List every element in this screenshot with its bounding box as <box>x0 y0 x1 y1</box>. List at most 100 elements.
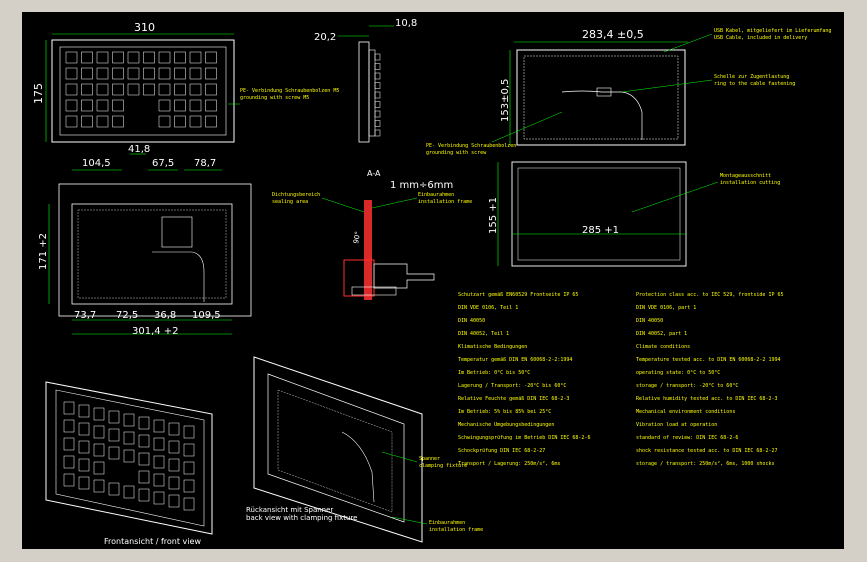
iso-key <box>168 458 180 472</box>
spec-left-line: Im Betrieb: 0°C bis 50°C <box>458 370 530 376</box>
key <box>143 83 155 96</box>
cad-drawing: 310 175 PE- Verbindung Schraubenbolzen M… <box>32 18 831 546</box>
side-key <box>374 101 381 108</box>
iso-key <box>93 461 105 475</box>
spec-left: Schutzart gemäß EN60529 Frontseite IP 65… <box>458 292 590 467</box>
back-view-label-en: back view with clamping fixture <box>246 514 357 522</box>
key <box>96 51 109 64</box>
side-key <box>374 82 381 89</box>
key <box>189 51 202 64</box>
dim-171: 171 +2 <box>38 233 49 270</box>
pe-label-right-en: grounding with screw <box>426 150 487 156</box>
iso-key <box>138 452 150 466</box>
iso-key <box>63 437 75 451</box>
side-key <box>374 120 381 127</box>
cutout-label: Montageausschnitt <box>720 173 771 179</box>
side-key <box>374 53 381 61</box>
back-view-top: 283,4 ±0,5 153±0,5 <box>491 28 713 146</box>
key <box>205 83 217 96</box>
front-view-label: Frontansicht / front view <box>104 537 201 546</box>
spec-right-line: Relative humidity tested acc. to DIN IEC… <box>636 396 777 402</box>
key <box>158 83 171 96</box>
spec-left-line: Im Betrieb: 5% bis 85% bei 25°C <box>458 409 551 415</box>
iso-key <box>183 461 195 475</box>
iso-key <box>63 473 75 487</box>
dim-310: 310 <box>134 21 155 34</box>
dim-41-8: 41,8 <box>128 144 150 155</box>
spec-right-line: DIN 40052, part 1 <box>636 331 687 337</box>
spec-right-line: operating state: 0°C to 50°C <box>636 370 720 376</box>
key <box>189 67 202 80</box>
key <box>205 51 217 64</box>
section-label: A-A <box>367 169 381 178</box>
iso-key <box>123 431 135 445</box>
side-key <box>374 72 381 80</box>
dim-20-2: 20,2 <box>314 32 336 43</box>
spec-left-line: Transport / Lagerung: 250m/s², 6ms <box>458 461 560 467</box>
spec-left-line: Schockprüfung DIN IEC 68-2-27 <box>458 448 545 454</box>
clamp-label-en: clamping fixture <box>419 463 467 469</box>
iso-key <box>63 401 75 415</box>
frame-label-en: installation frame <box>418 199 472 205</box>
frame2-label: Einbaurahmen <box>429 520 465 526</box>
spec-left-line: DIN 40050 <box>458 318 485 324</box>
key <box>158 115 171 128</box>
iso-key <box>153 491 165 505</box>
seal-label-en: sealing area <box>272 199 308 205</box>
spec-left-line: Schutzart gemäß EN60529 Frontseite IP 65 <box>458 292 578 298</box>
key <box>205 99 217 112</box>
iso-key <box>78 476 90 490</box>
side-key <box>374 91 381 99</box>
iso-key <box>153 473 165 487</box>
key <box>81 67 93 80</box>
iso-key <box>63 419 75 433</box>
key <box>65 67 78 80</box>
iso-key <box>153 455 165 469</box>
spec-right-line: Temperature tested acc. to DIN EN 60068-… <box>636 357 781 363</box>
key <box>189 99 202 112</box>
key <box>174 67 186 80</box>
key <box>96 83 109 96</box>
key <box>174 51 186 64</box>
key <box>81 99 93 112</box>
dim-67-5: 67,5 <box>152 158 174 169</box>
key <box>127 67 140 80</box>
key <box>127 83 140 96</box>
dim-78-7: 78,7 <box>194 158 216 169</box>
dim-73-7: 73,7 <box>74 310 96 321</box>
key <box>205 115 217 128</box>
iso-key <box>78 458 90 472</box>
key <box>174 99 186 112</box>
key <box>189 83 202 96</box>
iso-key <box>93 407 105 421</box>
spec-right-line: Protection class acc. to IEC 529, fronts… <box>636 292 784 298</box>
key <box>158 51 171 64</box>
drawing-canvas[interactable]: 310 175 PE- Verbindung Schraubenbolzen M… <box>22 12 844 549</box>
section-angle: 90° <box>352 231 362 245</box>
dim-109-5: 109,5 <box>192 310 221 321</box>
key <box>112 115 124 128</box>
iso-key <box>138 470 150 484</box>
iso-key <box>168 422 180 436</box>
iso-key <box>123 485 135 499</box>
spec-right-line: Vibration load at operation <box>636 422 717 428</box>
iso-key <box>78 404 90 418</box>
front-view-top: 310 175 <box>32 21 235 143</box>
key <box>158 99 171 112</box>
strain-relief-label: Schelle zur Zugentlastung <box>714 74 789 80</box>
spec-left-line: DIN VDE 0106, Teil 1 <box>458 305 518 311</box>
key <box>65 99 78 112</box>
key <box>112 83 124 96</box>
iso-key <box>123 449 135 463</box>
dim-36-8: 36,8 <box>154 310 176 321</box>
key <box>143 67 155 80</box>
cutout-view: 155 +1 285 +1 <box>488 161 719 267</box>
key <box>65 51 78 64</box>
iso-front-view: Frontansicht / front view <box>45 381 213 546</box>
key <box>112 67 124 80</box>
spec-right-line: storage / transport: -20°C to 60°C <box>636 383 738 389</box>
iso-key <box>138 416 150 430</box>
iso-back-view: Rückansicht mit Spanner back view with c… <box>246 356 428 543</box>
spec-right-line: standard of review: DIN IEC 68-2-6 <box>636 435 738 441</box>
dim-155: 155 +1 <box>488 197 499 234</box>
